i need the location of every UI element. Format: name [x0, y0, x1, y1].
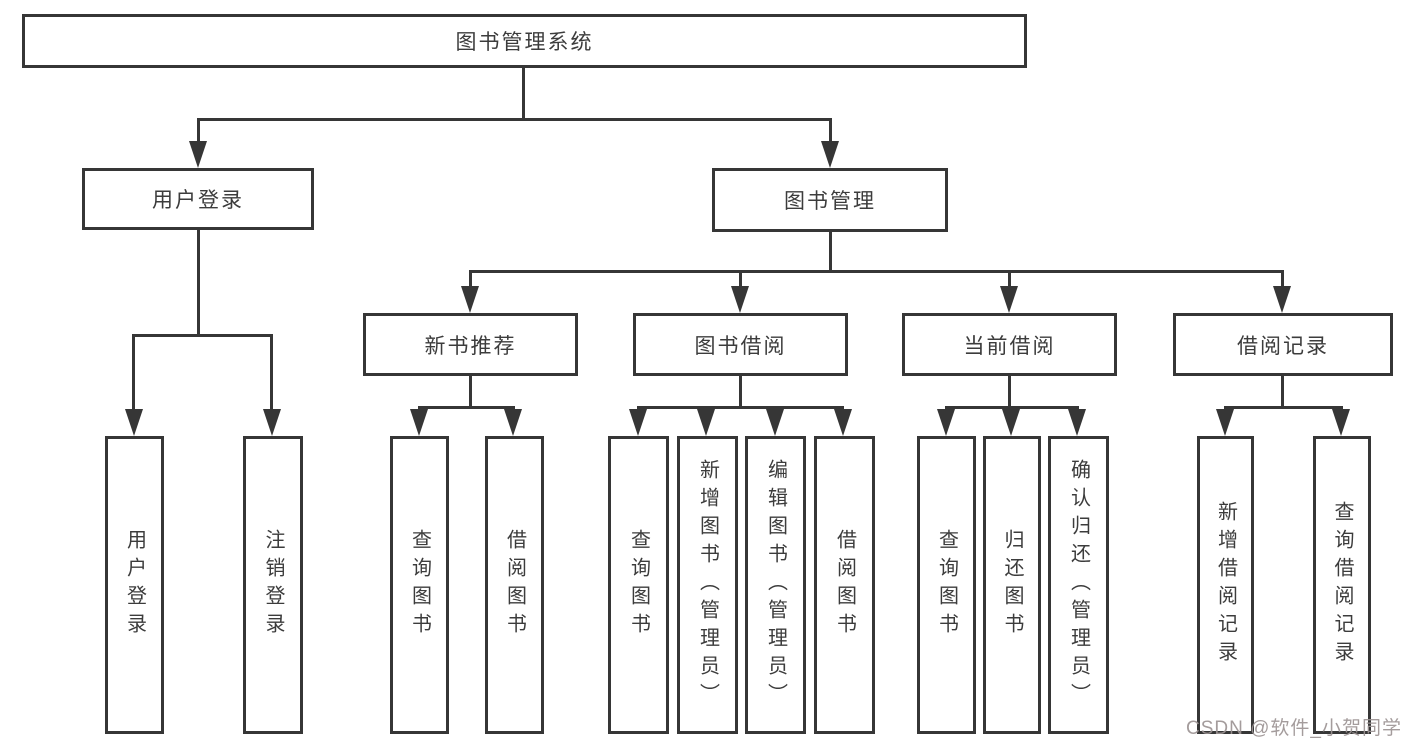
arrow-head: [461, 286, 479, 313]
arrow-head: [189, 141, 207, 168]
node-book-management: 图书管理: [712, 168, 948, 232]
connector-line: [132, 334, 273, 337]
leaf-borrow-add-admin: 新增图书（管理员）: [677, 436, 738, 734]
connector-line: [469, 376, 472, 409]
leaf-borrow-edit-admin: 编辑图书（管理员）: [745, 436, 806, 734]
leaf-newbook-query: 查询图书: [390, 436, 449, 734]
node-current-borrow: 当前借阅: [902, 313, 1117, 376]
leaf-borrow-query: 查询图书: [608, 436, 669, 734]
node-book-borrow: 图书借阅: [633, 313, 848, 376]
arrow-head: [1002, 409, 1020, 436]
connector-line: [829, 232, 832, 273]
connector-line: [418, 406, 515, 409]
connector-line: [739, 270, 742, 290]
connector-line: [637, 406, 844, 409]
csdn-watermark: CSDN @软件_小贺同学: [1186, 718, 1402, 739]
arrow-head: [731, 286, 749, 313]
connector-line: [1281, 376, 1284, 409]
connector-line: [739, 376, 742, 409]
arrow-head: [125, 409, 143, 436]
leaf-borrow-borrow: 借阅图书: [814, 436, 875, 734]
arrow-head: [1000, 286, 1018, 313]
arrow-head: [629, 409, 647, 436]
connector-line: [1224, 406, 1342, 409]
arrow-head: [1068, 409, 1086, 436]
leaf-current-query: 查询图书: [917, 436, 976, 734]
leaf-user-login: 用户登录: [105, 436, 164, 734]
node-new-book-recommend: 新书推荐: [363, 313, 578, 376]
node-borrow-record: 借阅记录: [1173, 313, 1393, 376]
arrow-head: [821, 141, 839, 168]
arrow-head: [834, 409, 852, 436]
arrow-head: [1273, 286, 1291, 313]
node-user-login: 用户登录: [82, 168, 314, 230]
arrow-head: [937, 409, 955, 436]
connector-line: [829, 118, 832, 146]
arrow-head: [697, 409, 715, 436]
connector-line: [132, 334, 135, 414]
connector-line: [522, 68, 525, 121]
node-library-system: 图书管理系统: [22, 14, 1027, 68]
connector-line: [270, 334, 273, 414]
connector-line: [197, 230, 200, 337]
arrow-head: [1216, 409, 1234, 436]
connector-line: [197, 118, 832, 121]
connector-line: [197, 118, 200, 146]
arrow-head: [410, 409, 428, 436]
leaf-current-confirm-admin: 确认归还（管理员）: [1048, 436, 1109, 734]
leaf-current-return: 归还图书: [983, 436, 1041, 734]
leaf-newbook-borrow: 借阅图书: [485, 436, 544, 734]
connector-line: [1008, 270, 1011, 290]
connector-line: [1008, 376, 1011, 409]
arrow-head: [263, 409, 281, 436]
leaf-record-add: 新增借阅记录: [1197, 436, 1254, 734]
connector-line: [1281, 270, 1284, 290]
leaf-logout: 注销登录: [243, 436, 303, 734]
arrow-head: [1332, 409, 1350, 436]
connector-line: [469, 270, 1284, 273]
arrow-head: [766, 409, 784, 436]
connector-line: [469, 270, 472, 290]
arrow-head: [504, 409, 522, 436]
leaf-record-query: 查询借阅记录: [1313, 436, 1371, 734]
